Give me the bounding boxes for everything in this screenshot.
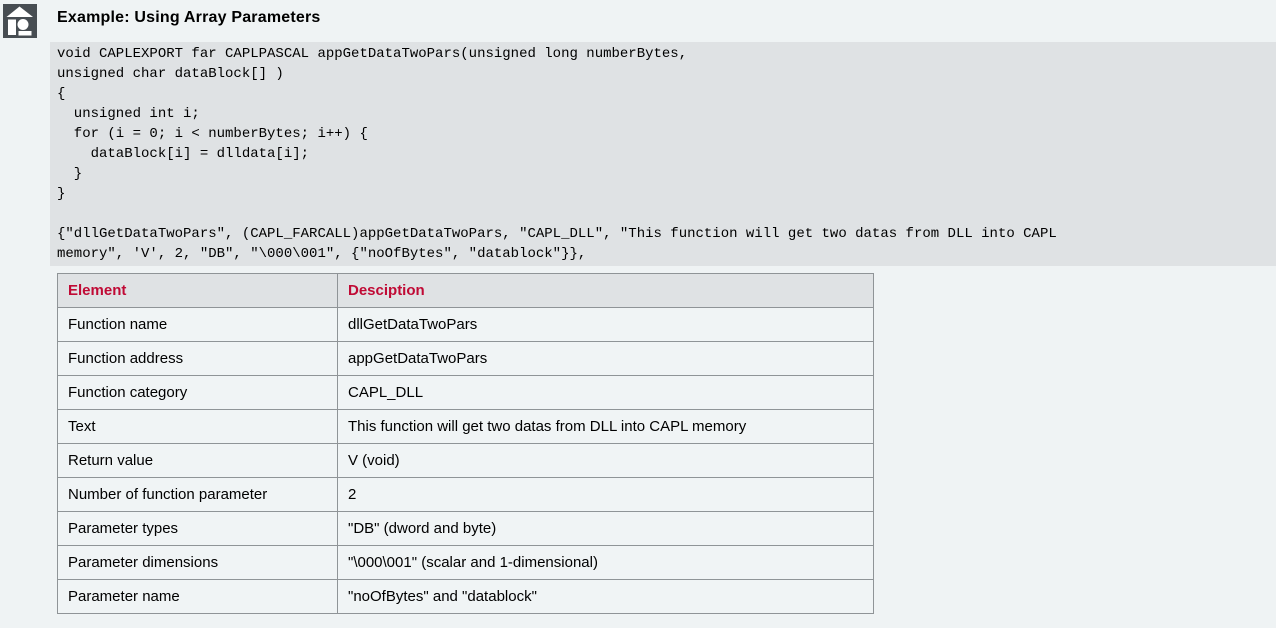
desciption-cell: "DB" (dword and byte): [337, 511, 874, 546]
desciption-cell: "\000\001" (scalar and 1-dimensional): [337, 545, 874, 580]
desciption-cell: dllGetDataTwoPars: [337, 307, 874, 342]
element-cell: Function name: [57, 307, 338, 342]
code-block: void CAPLEXPORT far CAPLPASCAL appGetDat…: [50, 42, 1276, 266]
desciption-cell: V (void): [337, 443, 874, 478]
desciption-cell: 2: [337, 477, 874, 512]
desciption-cell: "noOfBytes" and "datablock": [337, 579, 874, 614]
element-cell: Function address: [57, 341, 338, 376]
desciption-cell: CAPL_DLL: [337, 375, 874, 410]
home-button[interactable]: [3, 4, 37, 38]
element-cell: Text: [57, 409, 338, 444]
table-row: Parameter dimensions"\000\001" (scalar a…: [57, 545, 874, 580]
element-cell: Parameter name: [57, 579, 338, 614]
element-cell: Parameter types: [57, 511, 338, 546]
element-cell: Parameter dimensions: [57, 545, 338, 580]
table-row: Parameter name"noOfBytes" and "datablock…: [57, 579, 874, 614]
home-icon: [6, 6, 33, 36]
page-title: Example: Using Array Parameters: [57, 9, 321, 26]
table-header-row: Element Desciption: [57, 273, 874, 308]
element-cell: Return value: [57, 443, 338, 478]
column-header-element: Element: [57, 273, 338, 308]
table-row: Parameter types"DB" (dword and byte): [57, 511, 874, 546]
column-header-desciption: Desciption: [337, 273, 874, 308]
desciption-cell: This function will get two datas from DL…: [337, 409, 874, 444]
desciption-cell: appGetDataTwoPars: [337, 341, 874, 376]
element-cell: Number of function parameter: [57, 477, 338, 512]
element-cell: Function category: [57, 375, 338, 410]
